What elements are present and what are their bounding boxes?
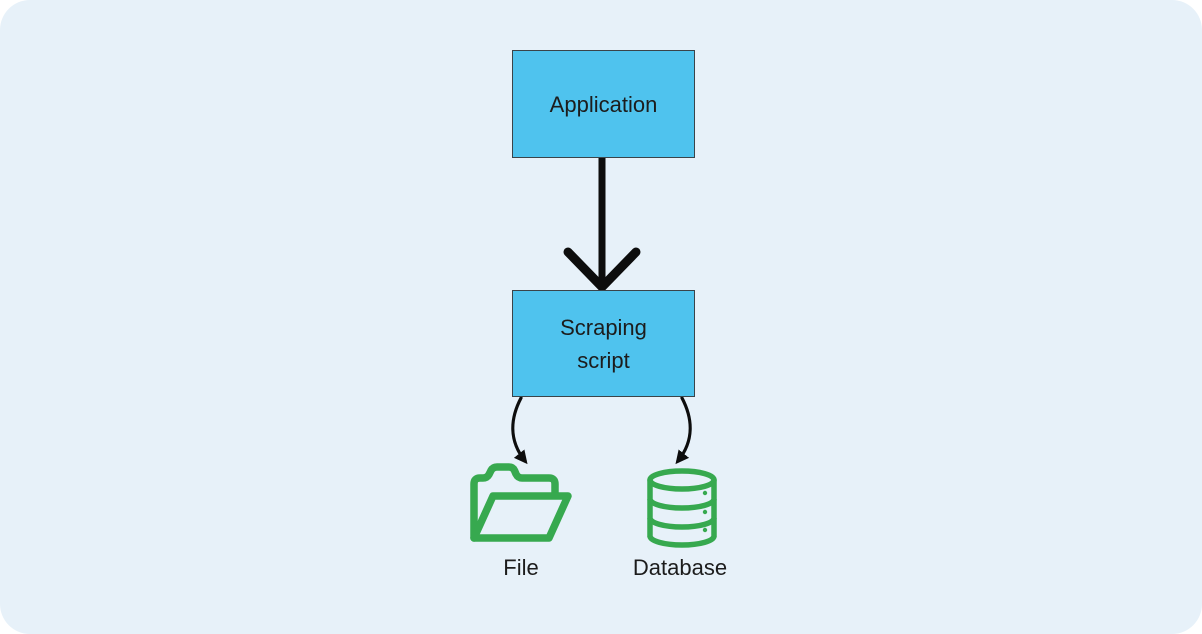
label-database: Database xyxy=(632,555,728,580)
database-bottom-arc xyxy=(647,535,717,548)
arrow-scraping-to-database xyxy=(675,397,692,465)
node-scraping-script-label: Scraping script xyxy=(560,314,647,373)
node-application: Application xyxy=(512,50,695,158)
arrow-scraping-to-file xyxy=(511,397,528,465)
database-dot-1 xyxy=(702,490,708,496)
folder-front-flap-shape xyxy=(470,492,572,542)
label-file: File xyxy=(503,555,539,580)
database-dot-2 xyxy=(702,509,708,515)
folder-icon xyxy=(470,463,572,542)
arrow-application-to-scraping xyxy=(563,158,641,292)
database-band-2 xyxy=(647,517,717,530)
database-dot-3 xyxy=(702,527,708,533)
database-band-1 xyxy=(647,498,717,511)
arrow-chevron-head xyxy=(563,247,641,292)
node-scraping-script: Scraping script xyxy=(512,290,695,397)
database-top-ellipse xyxy=(647,468,717,492)
arrows-scraping-outputs xyxy=(511,397,692,465)
database-icon xyxy=(647,468,717,548)
folder-back-shape xyxy=(470,463,559,542)
node-application-label: Application xyxy=(549,91,658,117)
